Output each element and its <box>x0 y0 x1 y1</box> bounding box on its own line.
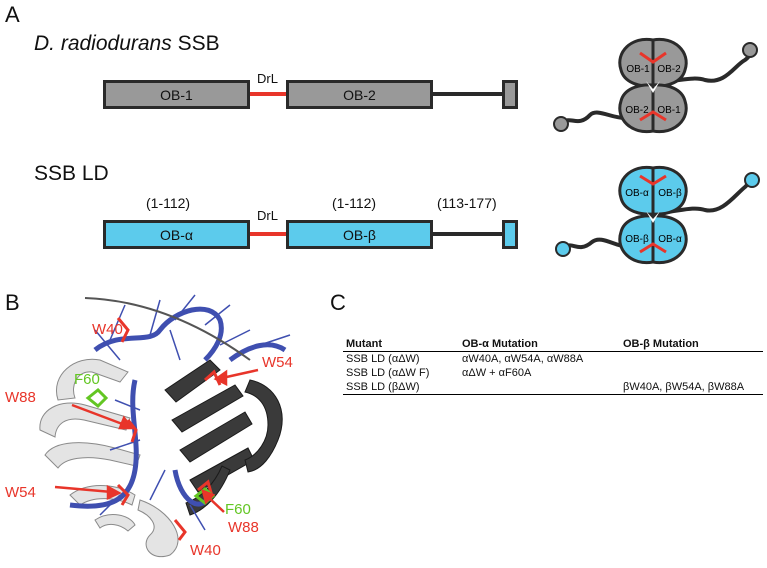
dr-bottom-linker <box>639 110 667 122</box>
thin-strand <box>84 297 251 361</box>
cell-ob-alpha <box>459 380 620 395</box>
label-w40-top: W40 <box>92 321 123 338</box>
header-ob-beta: OB-β Mutation <box>623 338 699 350</box>
cell-ob-alpha: αΔW + αF60A <box>462 367 532 379</box>
dr-ssb-ob1-label: OB-1 <box>160 86 193 103</box>
cell-mutant: SSB LD (αΔW F) <box>346 367 430 379</box>
ssb-ld-tail-line <box>430 232 502 236</box>
ld-cartoon-label-2: OB-β <box>658 188 682 199</box>
label-w40-bottom: W40 <box>190 542 221 559</box>
label-w54-left: W54 <box>5 484 36 501</box>
dr-top-right-lobe <box>651 37 688 88</box>
ld-top-linker <box>639 174 667 186</box>
cell-mutant: SSB LD (αΔW) <box>346 353 420 365</box>
ld-bottom-right-lobe <box>651 214 688 265</box>
table-row: SSB LD (βΔW) βW40A, βW54A, βW88A <box>343 380 763 395</box>
table-row: SSB LD (αΔW F) αΔW + αF60A <box>343 366 763 380</box>
ssb-ld-obalpha-label: OB-α <box>160 226 193 243</box>
ld-center-gap <box>646 211 660 223</box>
dr-cartoon-label-1: OB-1 <box>626 64 650 75</box>
cell-ob-alpha: αW40A, αW54A, αW88A <box>462 353 584 365</box>
ssb-ld-ctail-box <box>502 220 518 249</box>
ssb-ld-range-2: (1-112) <box>332 195 377 211</box>
header-ob-alpha: OB-α Mutation <box>462 338 538 350</box>
dr-ssb-title-rest: SSB <box>171 32 220 55</box>
label-w88-bottom: W88 <box>228 519 259 536</box>
dr-top-left-lobe <box>618 37 655 88</box>
label-f60-left: F60 <box>74 371 100 388</box>
cell-ob-beta <box>620 352 763 367</box>
panel-a-letter: A <box>5 2 20 27</box>
mutation-table: Mutant OB-α Mutation OB-β Mutation SSB L… <box>343 336 763 395</box>
ld-bottom-linker <box>639 242 667 254</box>
ld-tail-left-bead <box>555 241 571 257</box>
ssb-ld-dimer-cartoon: OB-α OB-β OB-β OB-α <box>555 165 760 265</box>
table-row: SSB LD (αΔW) αW40A, αW54A, αW88A <box>343 352 763 367</box>
panel-c-letter: C <box>330 290 346 315</box>
ob-domain-dark <box>164 359 283 516</box>
ssb-ld-title: SSB LD <box>34 162 109 185</box>
ssb-ld-range-1: (1-112) <box>146 195 191 211</box>
protein-structure-image: W40 W54 W88 W54 W88 W40 F60 F60 <box>5 294 293 559</box>
dr-cartoon-label-3: OB-2 <box>625 105 649 116</box>
dr-ssb-tail-line <box>430 92 502 96</box>
ssb-ld-linker-bar <box>248 232 288 236</box>
dr-tail-left-bead <box>553 116 569 132</box>
ld-cartoon-label-3: OB-β <box>625 234 649 245</box>
ld-bottom-left-lobe <box>618 214 655 265</box>
dr-ssb-title: D. radiodurans SSB <box>34 32 220 56</box>
label-w54-right: W54 <box>262 354 293 371</box>
header-mutant: Mutant <box>346 338 383 350</box>
label-w88-left: W88 <box>5 389 36 406</box>
ssb-ld-obalpha-domain: OB-α <box>103 220 250 249</box>
cell-ob-beta <box>620 366 763 380</box>
dr-center-gap <box>646 81 660 93</box>
ssb-ld-range-3: (113-177) <box>437 195 497 211</box>
dr-ssb-ob2-domain: OB-2 <box>286 80 433 109</box>
dr-ssb-ob2-label: OB-2 <box>343 86 376 103</box>
dr-ssb-linker-bar <box>248 92 288 96</box>
dimer-cartoons: OB-1 OB-2 OB-2 OB-1 OB-α OB-β OB-β OB-α <box>553 37 760 265</box>
cell-ob-beta: βW40A, βW54A, βW88A <box>623 381 745 393</box>
panel-b-letter: B <box>5 290 20 315</box>
table-header-row: Mutant OB-α Mutation OB-β Mutation <box>343 336 763 352</box>
ssb-ld-linker-label: DrL <box>257 208 278 223</box>
dr-ssb-ob1-domain: OB-1 <box>103 80 250 109</box>
dr-ssb-dimer-cartoon: OB-1 OB-2 OB-2 OB-1 <box>553 37 758 134</box>
ob-domain-light <box>39 358 179 558</box>
dr-cartoon-label-2: OB-2 <box>657 64 681 75</box>
ld-cartoon-label-1: OB-α <box>625 188 649 199</box>
dr-bottom-right-lobe <box>651 83 688 134</box>
dr-ssb-title-species: D. radiodurans <box>34 32 172 55</box>
dr-tail-right-bead <box>742 42 758 58</box>
dr-cartoon-label-4: OB-1 <box>657 105 681 116</box>
dr-ssb-ctail-box <box>502 80 518 109</box>
cell-mutant: SSB LD (βΔW) <box>346 381 420 393</box>
ld-tail-right-bead <box>744 172 760 188</box>
ssb-ld-obbeta-label: OB-β <box>343 226 376 243</box>
residue-arrows <box>54 368 259 513</box>
dr-top-linker <box>639 51 667 64</box>
ssb-ld-obbeta-domain: OB-β <box>286 220 433 249</box>
label-f60-right: F60 <box>225 501 251 518</box>
dr-ssb-linker-label: DrL <box>257 71 278 86</box>
dr-bottom-left-lobe <box>618 83 655 134</box>
tryptophan-sticks <box>116 317 222 541</box>
blue-sticks <box>94 294 291 531</box>
ld-cartoon-label-4: OB-α <box>658 234 682 245</box>
